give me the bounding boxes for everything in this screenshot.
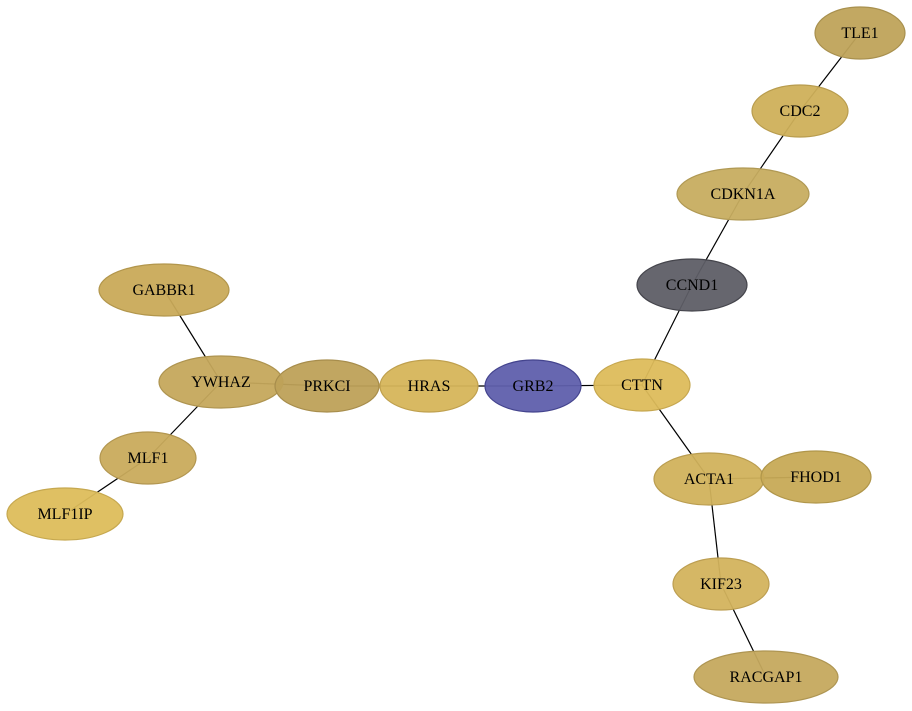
node-tle1[interactable]: TLE1 <box>814 6 906 60</box>
node-label-mlf1: MLF1 <box>128 450 169 467</box>
node-cdc2[interactable]: CDC2 <box>751 84 849 138</box>
node-shape-cttn[interactable] <box>593 358 691 412</box>
node-shape-cdc2[interactable] <box>751 84 849 138</box>
node-shape-tle1[interactable] <box>814 6 906 60</box>
node-shape-racgap1[interactable] <box>693 650 839 704</box>
node-label-acta1: ACTA1 <box>684 471 734 488</box>
node-kif23[interactable]: KIF23 <box>672 557 770 611</box>
node-shape-mlf1ip[interactable] <box>6 487 124 541</box>
node-fhod1[interactable]: FHOD1 <box>760 450 872 504</box>
node-label-kif23: KIF23 <box>700 576 742 593</box>
node-shape-prkci[interactable] <box>274 359 380 413</box>
node-label-fhod1: FHOD1 <box>790 469 842 486</box>
node-shape-fhod1[interactable] <box>760 450 872 504</box>
node-shape-ccnd1[interactable] <box>636 258 748 312</box>
node-hras[interactable]: HRAS <box>379 359 479 413</box>
node-gabbr1[interactable]: GABBR1 <box>98 263 230 317</box>
node-label-cdc2: CDC2 <box>780 103 821 120</box>
node-label-ywhaz: YWHAZ <box>191 374 251 391</box>
node-prkci[interactable]: PRKCI <box>274 359 380 413</box>
node-shape-cdkn1a[interactable] <box>676 167 810 221</box>
node-racgap1[interactable]: RACGAP1 <box>693 650 839 704</box>
node-shape-gabbr1[interactable] <box>98 263 230 317</box>
node-mlf1[interactable]: MLF1 <box>99 431 197 485</box>
node-shape-grb2[interactable] <box>484 359 582 413</box>
node-cttn[interactable]: CTTN <box>593 358 691 412</box>
node-label-cdkn1a: CDKN1A <box>711 186 776 203</box>
node-label-grb2: GRB2 <box>513 378 554 395</box>
node-shape-mlf1[interactable] <box>99 431 197 485</box>
node-label-prkci: PRKCI <box>303 378 350 395</box>
node-ccnd1[interactable]: CCND1 <box>636 258 748 312</box>
node-grb2[interactable]: GRB2 <box>484 359 582 413</box>
node-label-cttn: CTTN <box>621 377 663 394</box>
node-cdkn1a[interactable]: CDKN1A <box>676 167 810 221</box>
node-ywhaz[interactable]: YWHAZ <box>158 355 284 409</box>
node-shape-kif23[interactable] <box>672 557 770 611</box>
node-label-tle1: TLE1 <box>841 25 878 42</box>
node-label-mlf1ip: MLF1IP <box>37 506 92 523</box>
node-label-ccnd1: CCND1 <box>666 277 718 294</box>
node-mlf1ip[interactable]: MLF1IP <box>6 487 124 541</box>
node-label-racgap1: RACGAP1 <box>730 669 803 686</box>
node-shape-hras[interactable] <box>379 359 479 413</box>
node-label-gabbr1: GABBR1 <box>132 282 195 299</box>
node-acta1[interactable]: ACTA1 <box>653 452 765 506</box>
node-label-hras: HRAS <box>408 378 451 395</box>
